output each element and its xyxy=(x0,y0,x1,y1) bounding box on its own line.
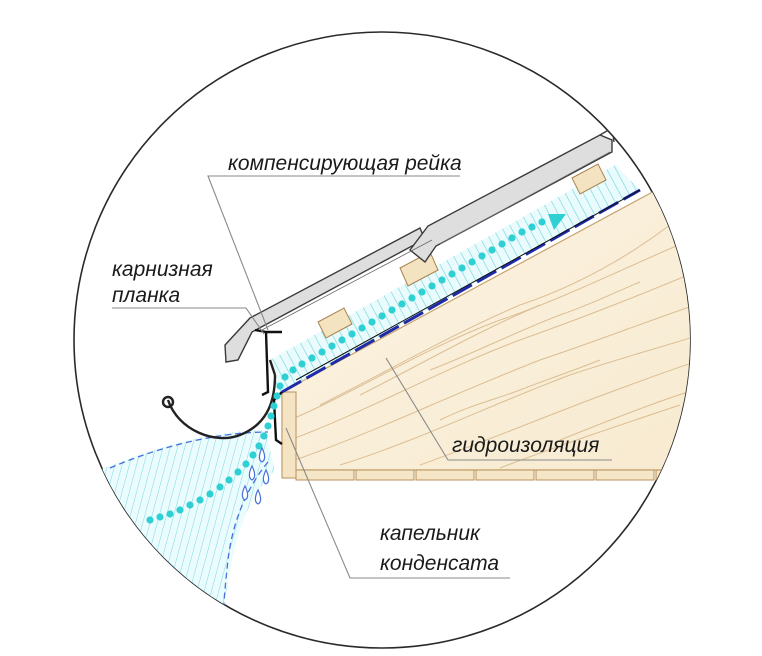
leader-drip xyxy=(285,427,510,579)
soffit-boards xyxy=(295,469,690,481)
label-waterproofing: гидроизоляция xyxy=(452,434,599,457)
airflow-arrow xyxy=(548,214,566,230)
waterproofing-membrane xyxy=(281,188,641,394)
leader-waterproofing xyxy=(385,357,612,461)
tile-battens xyxy=(317,163,607,339)
leader-compensating-batten xyxy=(207,175,460,331)
label-drip-line2: конденсата xyxy=(380,552,499,575)
label-eaves-strip-line2: планка xyxy=(112,284,180,307)
label-compensating-batten: компенсирующая рейка xyxy=(228,152,462,175)
airflow-path xyxy=(146,218,546,524)
label-eaves-strip-line1: карнизная xyxy=(112,258,213,281)
ventilation-gap xyxy=(270,165,640,392)
condensate-drops xyxy=(241,446,270,505)
membrane-underlay xyxy=(295,189,641,381)
roof-tiles xyxy=(224,126,615,363)
label-drip-line1: капельник xyxy=(380,522,481,545)
eaves-strip xyxy=(254,328,282,397)
leader-eaves-strip xyxy=(112,307,265,335)
air-intake-dashed-upper xyxy=(109,431,269,469)
gutter xyxy=(161,359,277,440)
leader-lines xyxy=(112,175,612,579)
